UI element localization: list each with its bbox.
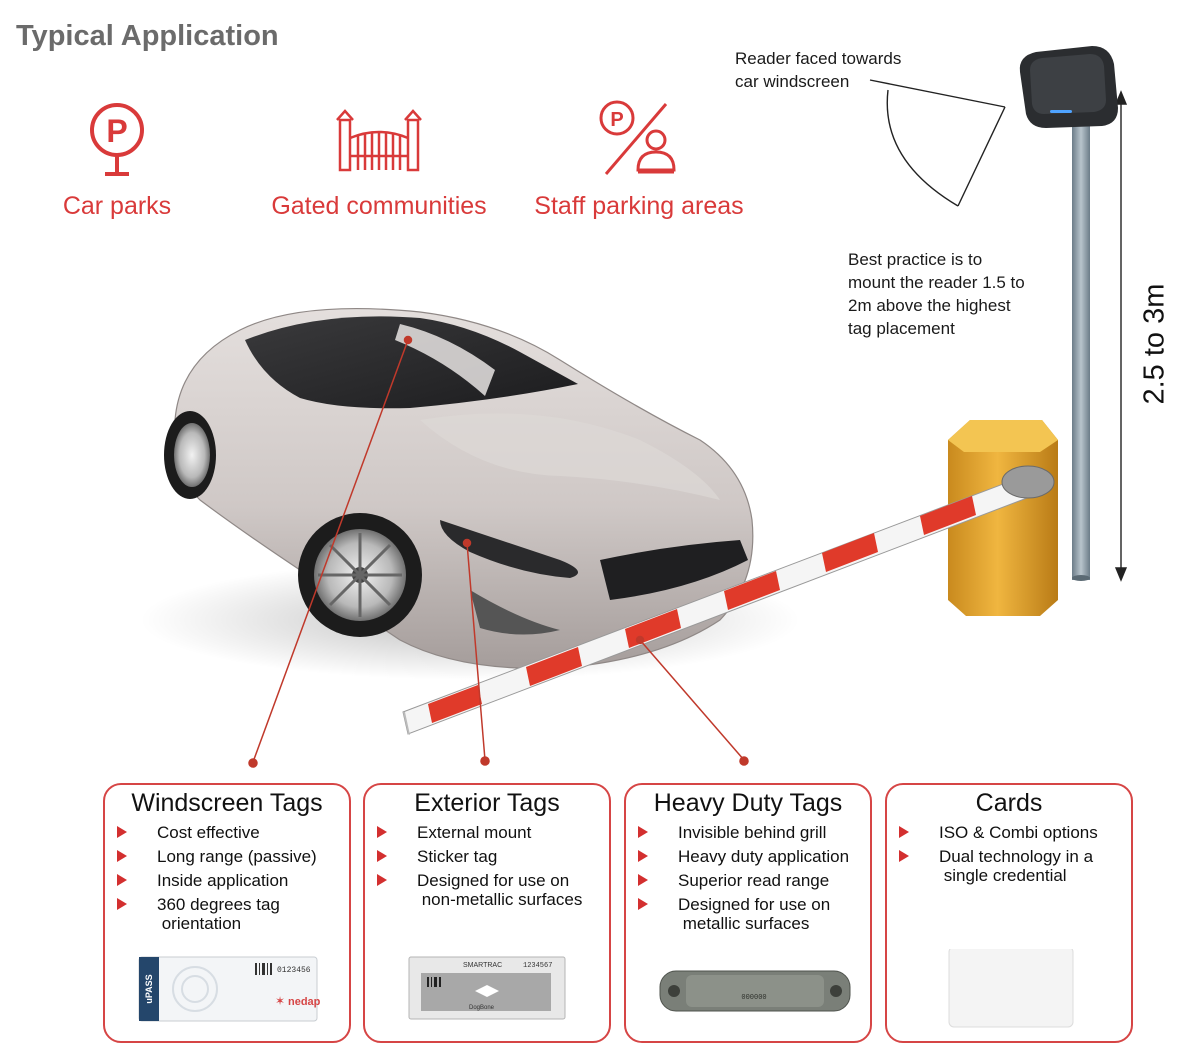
bullet-arrow-icon — [638, 826, 648, 838]
page-title: Typical Application — [16, 20, 279, 52]
windscreen-tag-image: uPASS 0123456 ✶ nedap — [138, 956, 321, 1022]
bullet-arrow-icon — [899, 826, 909, 838]
feature-item: Cost effective — [117, 823, 343, 842]
feature-item: ISO & Combi options — [899, 823, 1125, 842]
heavy-duty-tag-image: 000000 — [659, 970, 851, 1012]
feature-item: Inside application — [117, 871, 343, 890]
feature-item: External mount — [377, 823, 603, 842]
callout-lines — [248, 335, 749, 768]
bullet-arrow-icon — [377, 826, 387, 838]
bullet-arrow-icon — [117, 898, 127, 910]
card-cards: Cards ISO & Combi options Dual technolog… — [885, 783, 1133, 1043]
bullet-arrow-icon — [638, 874, 648, 886]
bullet-arrow-icon — [117, 826, 127, 838]
feature-list: Invisible behind grill Heavy duty applic… — [638, 823, 864, 938]
feature-item: 360 degrees tag orientation — [117, 895, 343, 933]
feature-item: Sticker tag — [377, 847, 603, 866]
card-heavy-duty-tags: Heavy Duty Tags Invisible behind grill H… — [624, 783, 872, 1043]
note-best-practice: Best practice is to mount the reader 1.5… — [848, 248, 1025, 340]
card-exterior-tags: Exterior Tags External mount Sticker tag… — [363, 783, 611, 1043]
staff-parking-icon: P — [599, 100, 676, 175]
app-gated-communities: Gated communities — [259, 98, 499, 221]
reader-field-of-view — [869, 79, 1006, 207]
note-reader-facing: Reader faced towards car windscreen — [735, 47, 901, 93]
card-credential-image — [948, 949, 1074, 1028]
bullet-arrow-icon — [638, 898, 648, 910]
svg-text:✶: ✶ — [275, 994, 285, 1008]
note-line: 2m above the highest — [848, 296, 1011, 315]
feature-list: ISO & Combi options Dual technology in a… — [899, 823, 1125, 890]
bullet-arrow-icon — [117, 850, 127, 862]
note-line: Reader faced towards — [735, 49, 902, 68]
feature-list: External mount Sticker tag Designed for … — [377, 823, 603, 914]
height-dimension-arrow — [1114, 90, 1128, 582]
card-title: Windscreen Tags — [131, 789, 323, 817]
note-line: Best practice is to — [848, 250, 983, 269]
card-windscreen-tags: Windscreen Tags Cost effective Long rang… — [103, 783, 351, 1043]
svg-text:1234567: 1234567 — [523, 962, 552, 970]
height-label: 2.5 to 3m — [1138, 283, 1171, 405]
feature-list: Cost effective Long range (passive) Insi… — [117, 823, 343, 938]
bullet-arrow-icon — [899, 850, 909, 862]
gate-icon — [336, 109, 422, 172]
note-line: mount the reader 1.5 to — [848, 273, 1025, 292]
app-staff-parking: P Staff parking areas — [519, 98, 759, 221]
parking-sign-icon: P — [90, 103, 144, 176]
svg-text:uPASS: uPASS — [144, 974, 154, 1003]
note-line: tag placement — [848, 319, 955, 338]
exterior-tag-image: SMARTRAC 1234567 DogBone — [408, 956, 566, 1020]
note-line: car windscreen — [735, 72, 850, 91]
svg-text:SMARTRAC: SMARTRAC — [463, 962, 502, 969]
feature-item: Dual technology in a single credential — [899, 847, 1125, 885]
bullet-arrow-icon — [117, 874, 127, 886]
bullet-arrow-icon — [638, 850, 648, 862]
card-title: Heavy Duty Tags — [653, 789, 843, 817]
feature-item: Superior read range — [638, 871, 864, 890]
app-label: Car parks — [62, 192, 172, 220]
feature-item: Long range (passive) — [117, 847, 343, 866]
app-label: Gated communities — [271, 192, 487, 220]
svg-text:nedap: nedap — [288, 996, 321, 1008]
feature-item: Invisible behind grill — [638, 823, 864, 842]
svg-text:000000: 000000 — [741, 994, 766, 1002]
card-title: Exterior Tags — [414, 789, 560, 817]
feature-item: Designed for use on non-metallic surface… — [377, 871, 603, 909]
svg-text:DogBone: DogBone — [469, 1005, 495, 1011]
bullet-arrow-icon — [377, 850, 387, 862]
feature-item: Heavy duty application — [638, 847, 864, 866]
svg-text:P: P — [610, 109, 623, 131]
app-label: Staff parking areas — [534, 192, 744, 220]
feature-item: Designed for use on metallic surfaces — [638, 895, 864, 933]
app-car-parks: P Car parks — [0, 98, 237, 221]
svg-text:P: P — [106, 113, 127, 149]
reader-pole — [1072, 120, 1090, 581]
bullet-arrow-icon — [377, 874, 387, 886]
car-illustration — [164, 307, 754, 670]
rfid-reader — [1019, 46, 1118, 128]
card-title: Cards — [975, 789, 1043, 817]
svg-text:0123456: 0123456 — [277, 966, 311, 975]
barrier-arm — [402, 465, 1055, 735]
